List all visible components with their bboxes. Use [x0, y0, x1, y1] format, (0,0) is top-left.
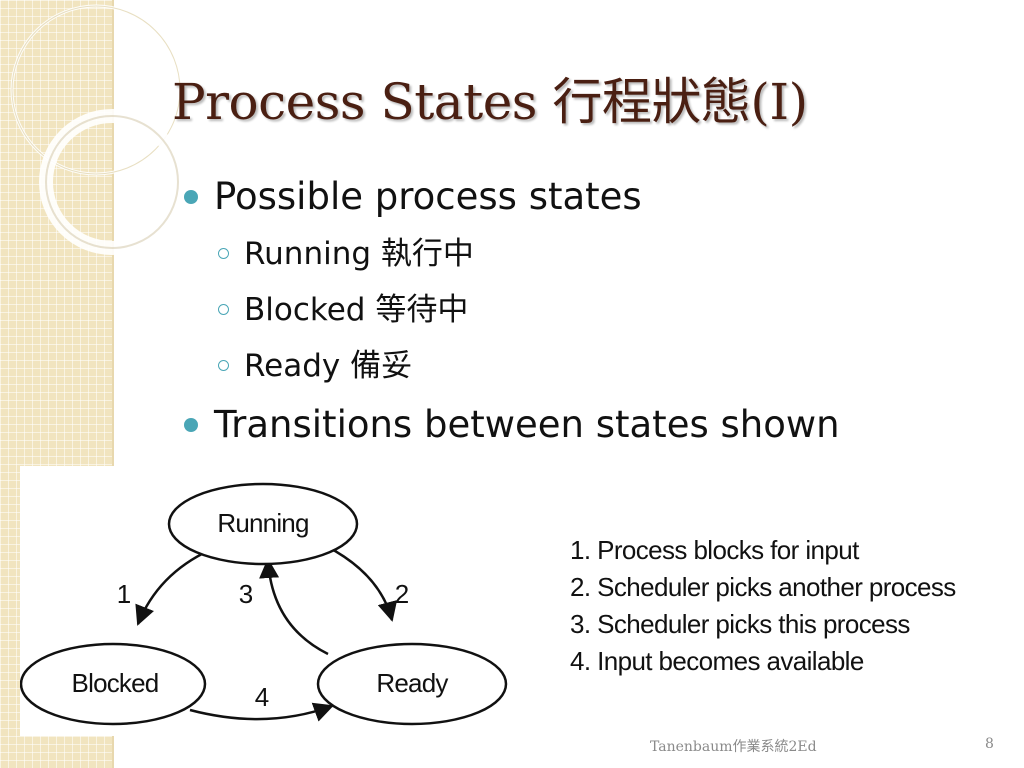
transition-arrow-4 [189, 702, 334, 722]
sub-bullet-item: Ready 備妥 [180, 338, 1000, 394]
bullet-item: Possible process states [180, 172, 1000, 222]
state-label-blocked: Blocked [72, 668, 159, 698]
transition-arrow-3 [259, 558, 329, 656]
transition-label-4: 4 [255, 682, 269, 712]
transition-legend: 1. Process blocks for input 2. Scheduler… [570, 532, 956, 680]
sub-bullet-icon [218, 304, 229, 315]
decorative-strip [0, 0, 112, 768]
state-running [167, 482, 359, 566]
bullet-icon [184, 418, 198, 432]
page-title: Process States 行程狀態(I) [172, 73, 808, 131]
state-ready [316, 642, 508, 726]
decorative-rings [10, 4, 185, 255]
state-blocked [19, 642, 207, 726]
sub-bullet-text: Blocked 等待中 [244, 292, 469, 328]
transition-label-3: 3 [239, 579, 253, 609]
bullet-item: Transitions between states shown [180, 400, 1000, 450]
transition-label-1: 1 [117, 579, 131, 609]
sub-bullet-text: Running 執行中 [244, 236, 474, 272]
decorative-strip-edge [112, 0, 114, 768]
bullet-icon [184, 190, 198, 204]
sub-bullet-list: Running 執行中 Blocked 等待中 Ready 備妥 [180, 226, 1000, 394]
transition-arrow-1 [135, 548, 211, 626]
footer-source: Tanenbaum作業系統2Ed [650, 739, 817, 755]
sub-bullet-icon [218, 360, 229, 371]
sub-bullet-icon [218, 248, 229, 259]
bullet-text: Possible process states [214, 175, 642, 218]
legend-item: 3. Scheduler picks this process [570, 609, 910, 639]
transition-arrow-2 [325, 544, 398, 622]
legend-item: 4. Input becomes available [570, 646, 864, 676]
state-label-ready: Ready [376, 668, 448, 698]
state-diagram: Running Blocked Ready 1 3 2 4 [19, 466, 520, 736]
bullet-text: Transitions between states shown [214, 403, 840, 446]
sub-bullet-item: Blocked 等待中 [180, 282, 1000, 338]
page-number: 8 [985, 736, 994, 752]
transition-label-2: 2 [395, 579, 409, 609]
legend-item: 2. Scheduler picks another process [570, 572, 956, 602]
sub-bullet-text: Ready 備妥 [244, 348, 413, 384]
sub-bullet-item: Running 執行中 [180, 226, 1000, 282]
legend-item: 1. Process blocks for input [570, 535, 859, 565]
bullet-list: Possible process states Running 執行中 Bloc… [180, 172, 1000, 450]
state-label-running: Running [217, 508, 308, 538]
